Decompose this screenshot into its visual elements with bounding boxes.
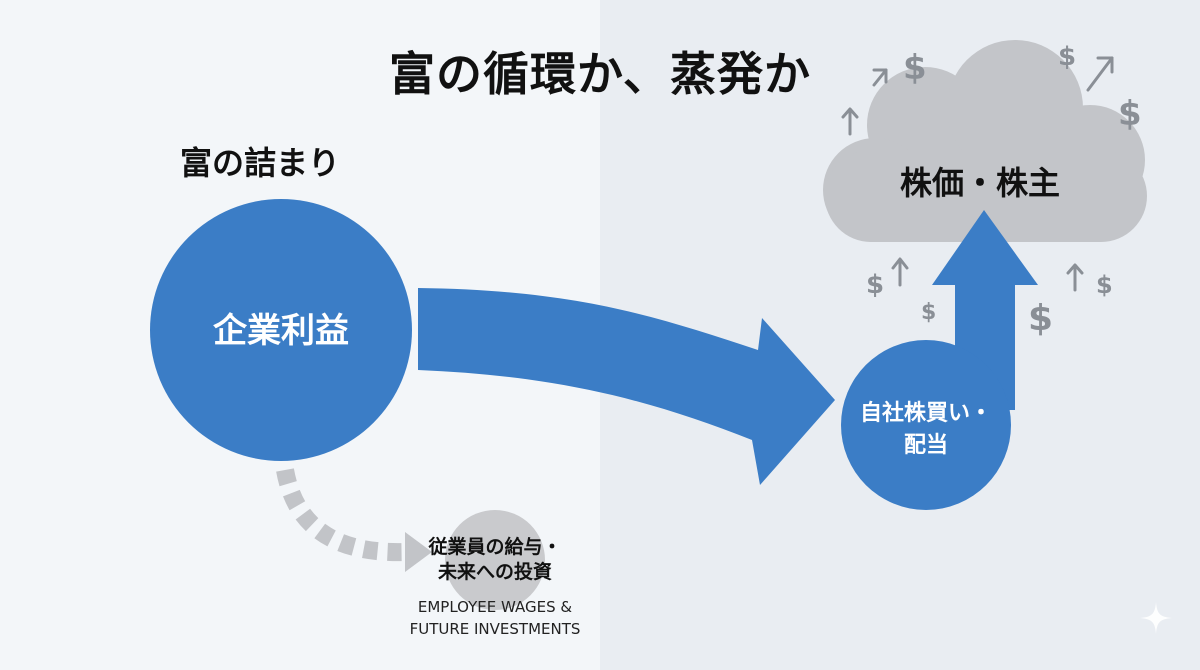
dollar-icon: $	[921, 300, 937, 325]
dollar-icon: $	[1118, 94, 1142, 134]
dashed-arrow-head	[405, 532, 432, 572]
up-arrow-icon	[1066, 263, 1084, 292]
up-arrow-icon	[891, 257, 909, 287]
wealth-clog-label: 富の詰まり	[180, 144, 341, 182]
up-arrow-icon	[841, 107, 859, 136]
buyback-label: 自社株買い・ 配当	[840, 398, 1012, 462]
buyback-circle	[841, 340, 1011, 510]
dollar-icon: $	[1096, 271, 1113, 299]
dollar-icon: $	[866, 270, 885, 300]
dashed-flow-arrow	[276, 468, 406, 562]
cloud-label: 株価・株主	[899, 164, 1060, 202]
page-title: 富の循環か、蒸発か	[388, 47, 812, 101]
employee-label-jp-line1: 従業員の給与・	[428, 536, 562, 558]
sparkle-icon	[1140, 602, 1172, 634]
upward-arrow-head	[932, 210, 1038, 285]
corporate-profit-circle	[150, 199, 412, 461]
dollar-icon: $	[1058, 42, 1077, 72]
buyback-label-line2: 配当	[903, 433, 948, 458]
up-arrow-icon	[1086, 56, 1114, 92]
up-arrow-icon	[872, 68, 888, 87]
shareholder-cloud	[823, 40, 1147, 242]
employee-label-jp: 従業員の給与・ 未来への投資	[410, 535, 580, 585]
employee-label-en: EMPLOYEE WAGES & FUTURE INVESTMENTS	[380, 596, 610, 640]
dollar-icon: $	[903, 48, 927, 88]
employee-circle	[445, 510, 545, 610]
employee-label-en-line2: FUTURE INVESTMENTS	[409, 620, 581, 638]
dollar-icon: $	[1028, 298, 1054, 339]
employee-label-jp-line2: 未来への投資	[437, 561, 552, 583]
corporate-profit-label: 企業利益	[213, 311, 349, 351]
main-flow-arrow	[418, 288, 835, 485]
buyback-label-line1: 自社株買い・	[859, 401, 992, 426]
employee-label-en-line1: EMPLOYEE WAGES &	[417, 598, 573, 616]
